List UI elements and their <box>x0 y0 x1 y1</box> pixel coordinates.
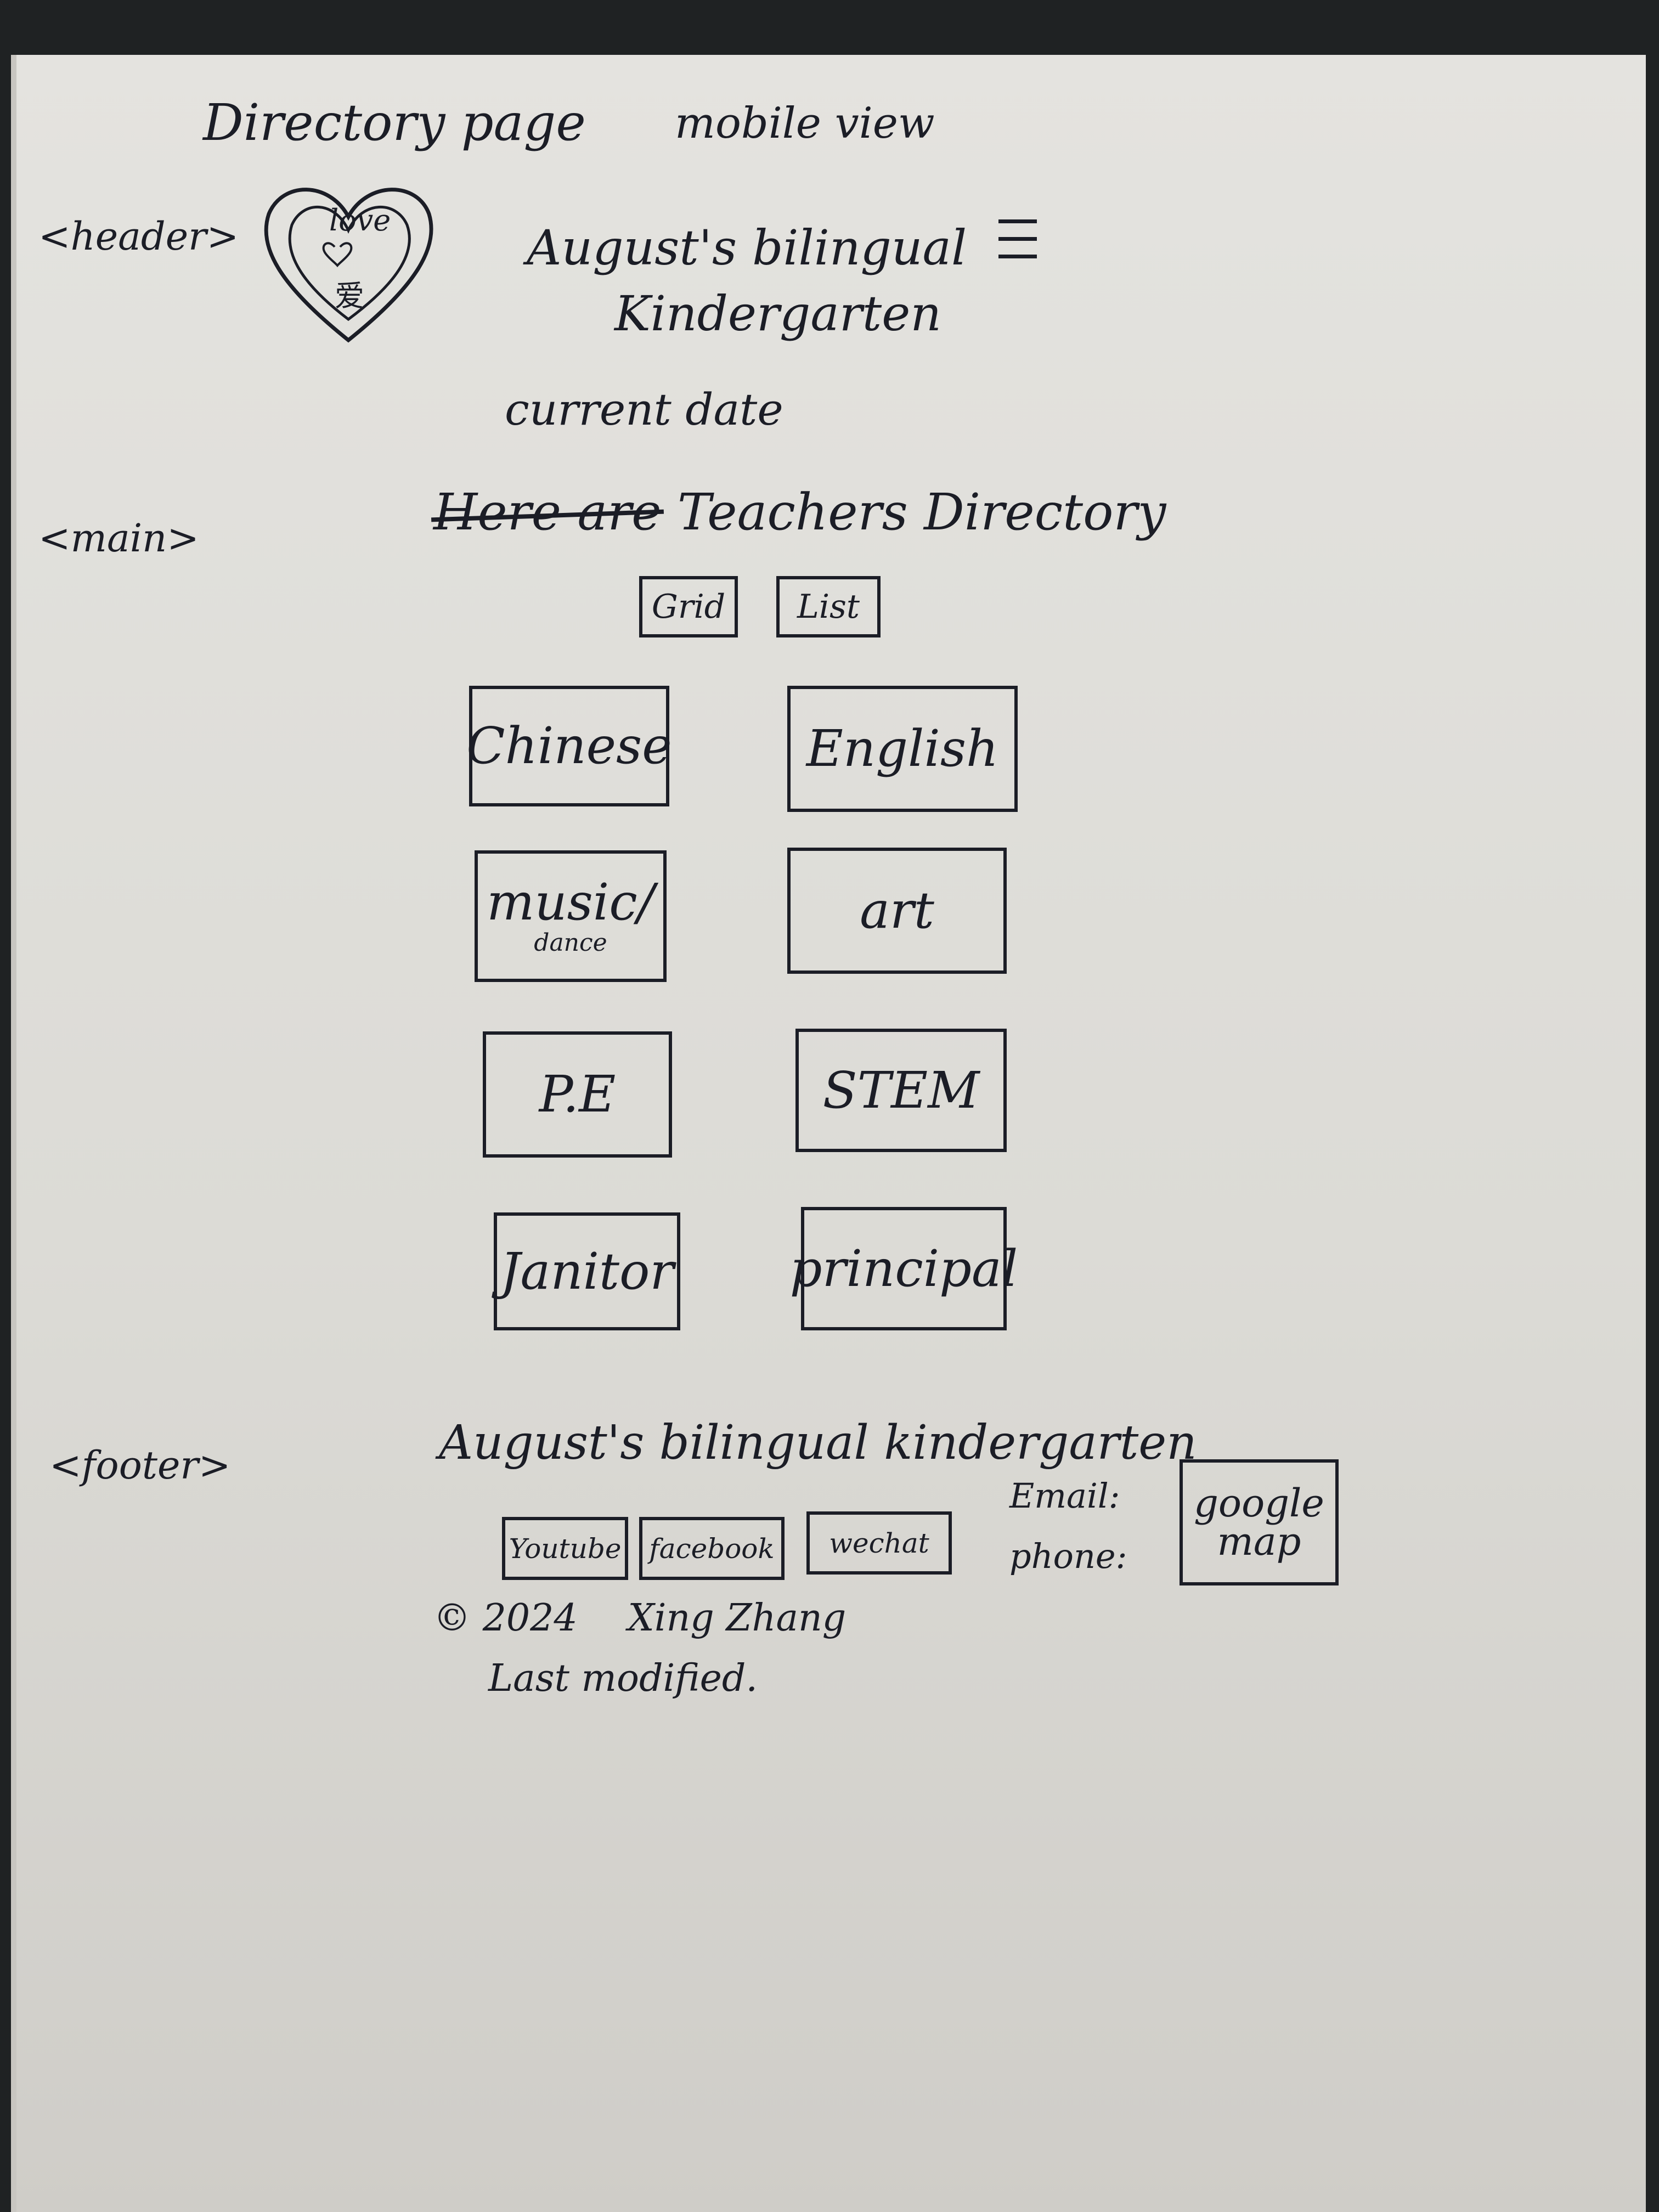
email-label: Email: <box>1009 1476 1120 1516</box>
logo[interactable]: love 爱 <box>258 176 439 351</box>
youtube-link[interactable]: Youtube <box>502 1517 628 1580</box>
hamburger-menu-icon[interactable] <box>998 219 1037 260</box>
grid-view-button[interactable]: Grid <box>639 576 738 637</box>
logo-text: love <box>329 203 391 238</box>
dept-music-dance-button[interactable]: music/ dance <box>475 850 667 982</box>
phone-label: phone: <box>1009 1536 1127 1576</box>
heading-text: Teachers Directory <box>677 483 1166 541</box>
copyright-icon: © <box>433 1596 471 1640</box>
dept-janitor-button[interactable]: Janitor <box>494 1212 680 1330</box>
view-label: mobile view <box>675 99 935 148</box>
struck-text: Here are <box>433 483 662 541</box>
directory-heading: Here are Teachers Directory <box>433 483 1166 541</box>
dept-english-button[interactable]: English <box>787 686 1018 812</box>
current-date: current date <box>505 384 783 435</box>
heart-icon <box>264 188 433 343</box>
dept-principal-button[interactable]: principal <box>790 1207 1018 1330</box>
site-name-line2: Kindergarten <box>614 285 942 342</box>
wechat-link[interactable]: wechat <box>806 1511 952 1575</box>
site-name-line1: August's bilingual <box>527 219 967 276</box>
author-name: Xing Zhang <box>628 1596 847 1640</box>
sketch-paper: Directory page mobile view <header> <mai… <box>11 55 1646 2212</box>
section-label-main: <main> <box>38 516 199 561</box>
last-modified: Last modified. <box>488 1657 758 1700</box>
dept-stem-button[interactable]: STEM <box>795 1029 1007 1152</box>
dept-pe-button[interactable]: P.E <box>483 1031 672 1158</box>
dept-art-button[interactable]: art <box>787 848 1007 974</box>
list-view-button[interactable]: List <box>776 576 881 637</box>
section-label-header: <header> <box>38 214 239 259</box>
logo-hanzi: 爱 <box>335 279 364 313</box>
footer-site-name: August's bilingual kindergarten <box>439 1415 1197 1470</box>
dept-chinese-button[interactable]: Chinese <box>466 686 672 806</box>
copyright-year: 2024 <box>482 1596 578 1640</box>
facebook-link[interactable]: facebook <box>639 1517 785 1580</box>
sketch-title: Directory page <box>203 93 586 152</box>
copyright-line: © 2024 Xing Zhang <box>433 1596 846 1640</box>
section-label-footer: <footer> <box>49 1443 231 1488</box>
google-map-embed[interactable]: google map <box>1180 1459 1339 1585</box>
